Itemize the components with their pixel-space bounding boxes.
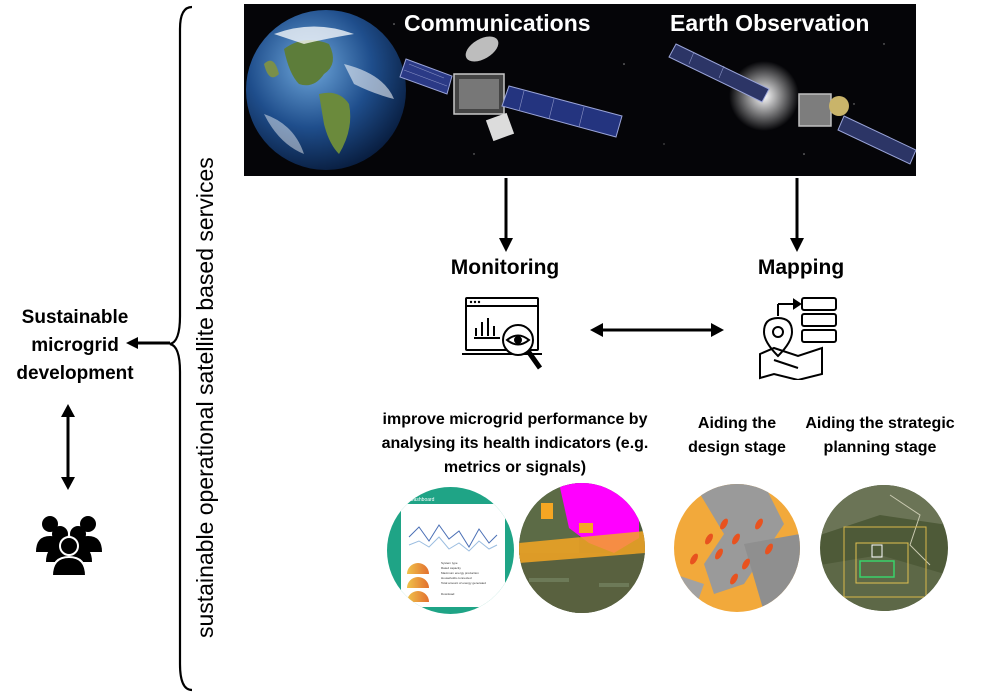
dashboard-item: Rated capacity — [441, 566, 461, 570]
double-arrow-horizontal — [590, 323, 724, 337]
communications-title: Communications — [404, 10, 591, 36]
mapping-title: Mapping — [757, 256, 845, 279]
design-stage-map — [674, 484, 800, 612]
arrow-down-to-monitoring — [499, 178, 513, 252]
map-pin-server-icon — [759, 297, 837, 380]
monitoring-title: Monitoring — [450, 256, 560, 279]
dashboard-footer: Download — [441, 592, 455, 596]
earth-observation-title: Earth Observation — [670, 10, 870, 36]
monitoring-satellite-map — [519, 483, 645, 613]
strategic-planning-caption: Aiding the strategic planning stage — [805, 415, 955, 456]
earth-icon — [246, 10, 406, 170]
dashboard-header: Dashboard — [407, 497, 502, 504]
satellite-banner: Communications Earth Observation — [244, 4, 916, 176]
monitoring-caption: improve microgrid performance by analysi… — [381, 411, 649, 476]
arrow-down-to-mapping — [790, 178, 804, 252]
dashboard-item: Households connected — [441, 576, 472, 580]
arrow-left-to-microgrid — [126, 337, 170, 349]
dashboard-thumbnail: Dashboard System type Rated capacity Max… — [387, 487, 514, 614]
services-vertical-label: sustainable operational satellite based … — [192, 157, 218, 638]
dashboard-items: System type Rated capacity Maximum energ… — [441, 561, 503, 597]
banner-artwork — [246, 10, 916, 170]
curly-brace — [169, 5, 193, 692]
dashboard-gauges — [403, 561, 437, 607]
design-stage-caption: Aiding the design stage — [688, 415, 786, 456]
dashboard-panel: Dashboard System type Rated capacity Max… — [401, 497, 505, 607]
dashboard-item: Total amount of energy generated — [441, 581, 486, 585]
microgrid-development-label: Sustainable microgrid development — [16, 307, 134, 384]
group-of-people-icon — [36, 516, 102, 576]
strategic-planning-map — [820, 485, 948, 611]
earth-observation-satellite-icon — [668, 43, 916, 165]
dashboard-item: Maximum energy production — [441, 571, 479, 575]
dashboard-item: System type — [441, 561, 458, 565]
dashboard-magnifier-eye-icon — [462, 297, 543, 370]
double-arrow-vertical — [61, 404, 75, 490]
communications-satellite-icon — [399, 36, 623, 142]
dashboard-line-chart — [408, 524, 498, 552]
